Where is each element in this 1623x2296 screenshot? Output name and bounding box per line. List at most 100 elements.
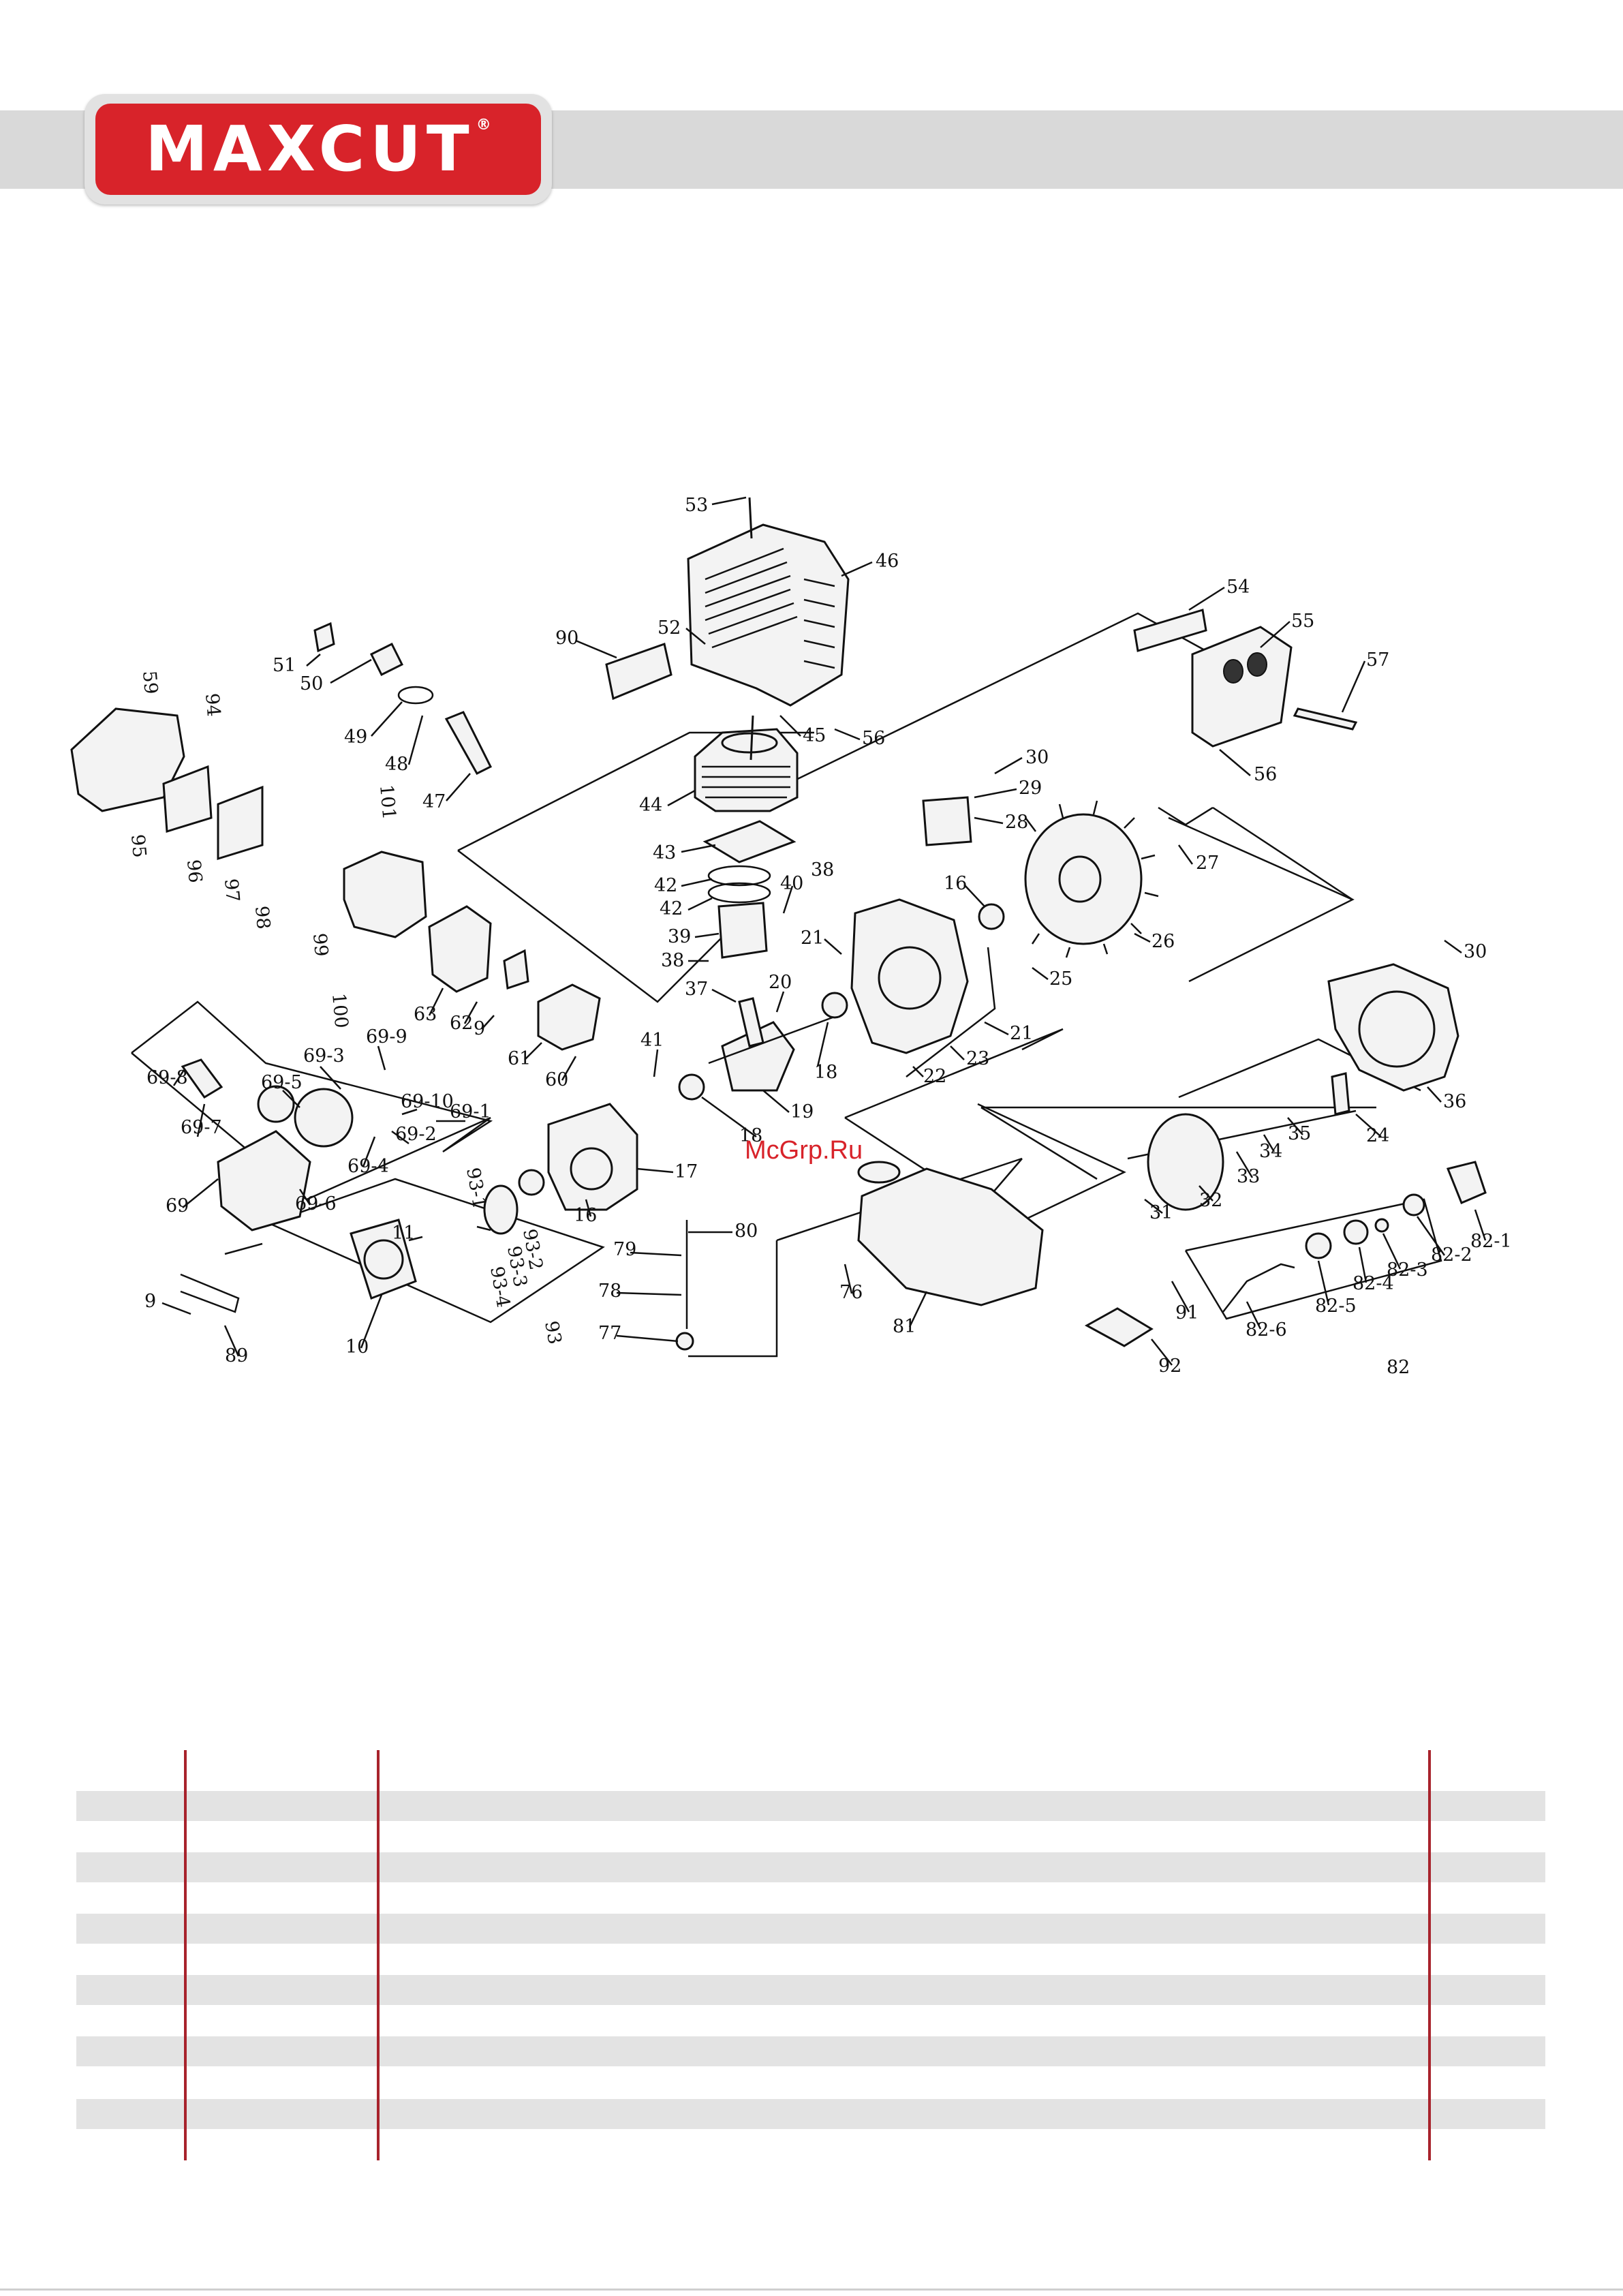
callout-26: 26 [1151, 931, 1175, 952]
muffler-outlet [1223, 659, 1243, 684]
assembly-lines [131, 612, 1442, 1358]
watermark-text: McGrp.Ru [745, 1136, 863, 1165]
plug-cap-part [369, 642, 404, 677]
callout-99: 99 [309, 932, 332, 958]
callout-100: 100 [328, 992, 352, 1029]
crankshaft-axle [708, 1014, 839, 1065]
clutch-spacer-part [1402, 1193, 1425, 1216]
flywheel-fins [1025, 800, 1159, 958]
bearing-part [821, 992, 848, 1019]
callout-79: 79 [613, 1239, 636, 1260]
starter-handle-part [181, 1058, 223, 1099]
callout-34: 34 [1259, 1141, 1282, 1162]
insulator-gasket-part [503, 949, 529, 990]
callout-59: 59 [138, 670, 161, 695]
callout-42-b: 42 [660, 898, 683, 919]
callout-93: 93 [540, 1319, 565, 1346]
callout-labels: 53 46 54 55 57 90 52 51 50 49 48 47 45 5… [127, 495, 1512, 1378]
callout-52: 52 [658, 617, 681, 639]
callout-37: 37 [685, 979, 708, 1000]
callout-69-4: 69-4 [347, 1156, 389, 1177]
callout-80: 80 [735, 1221, 758, 1242]
callout-96: 96 [183, 859, 206, 884]
cylinder-part [694, 728, 799, 812]
callout-54: 54 [1226, 577, 1250, 598]
muffler-part [1191, 626, 1293, 748]
callout-53: 53 [685, 495, 708, 516]
callout-19: 19 [790, 1101, 814, 1122]
clutch-part [1147, 1113, 1224, 1211]
callout-81: 81 [893, 1316, 916, 1337]
starter-housing-opening [1358, 990, 1436, 1068]
callout-78: 78 [598, 1281, 621, 1302]
callout-30-a: 30 [1025, 747, 1049, 768]
callout-16-b: 16 [574, 1205, 597, 1226]
callout-69-2: 69-2 [395, 1124, 437, 1145]
bearing-part [518, 1169, 545, 1196]
callout-56-upper: 56 [862, 728, 885, 749]
callout-36: 36 [1443, 1091, 1466, 1112]
callout-9-a: 9 [474, 1018, 485, 1039]
fuel-filter-part [675, 1332, 694, 1351]
clutch-nut-part [1343, 1219, 1369, 1245]
recoil-starter-part [217, 1130, 311, 1231]
callout-69-1: 69-1 [450, 1101, 491, 1122]
bolt-part [748, 497, 754, 761]
callout-69-8: 69-8 [146, 1067, 188, 1088]
callout-57: 57 [1366, 649, 1389, 671]
callout-21-a: 21 [801, 928, 824, 949]
callout-90: 90 [555, 628, 578, 649]
callout-42-a: 42 [654, 875, 677, 896]
muffler-outlet [1247, 652, 1267, 677]
muffler-bolt-part [1293, 707, 1358, 731]
clutch-bearing-part [1305, 1232, 1332, 1259]
callout-28: 28 [1005, 812, 1028, 833]
starter-reel-part [294, 1088, 354, 1148]
callout-9-b: 9 [144, 1291, 156, 1312]
callout-40: 40 [780, 873, 803, 894]
engine-flange-bore [363, 1239, 404, 1280]
callout-44: 44 [639, 795, 662, 816]
logo-text: MAXCUT® [145, 112, 491, 185]
fuel-cap-part [857, 1161, 901, 1184]
callout-21-b: 21 [1010, 1023, 1033, 1044]
flywheel-hub [1058, 855, 1102, 903]
ignition-coil-part [922, 796, 972, 846]
clutch-drum-part [1446, 1161, 1487, 1204]
callout-38-a: 38 [661, 950, 684, 971]
callout-82: 82 [1387, 1357, 1410, 1378]
callout-82-1: 82-1 [1470, 1231, 1512, 1252]
air-filter-plate-part [217, 785, 264, 861]
callout-60: 60 [545, 1069, 568, 1090]
callout-98: 98 [251, 905, 274, 930]
callout-17: 17 [675, 1161, 698, 1182]
callout-leaders [161, 496, 1487, 1366]
callout-82-4: 82-4 [1352, 1273, 1394, 1294]
callout-69-9: 69-9 [366, 1026, 407, 1047]
callout-48: 48 [385, 754, 408, 775]
callout-32: 32 [1199, 1190, 1222, 1211]
registered-mark: ® [476, 117, 491, 134]
callout-69-6: 69-6 [295, 1193, 337, 1214]
callout-55: 55 [1291, 611, 1314, 632]
callout-82-6: 82-6 [1246, 1319, 1287, 1341]
callout-18-b: 18 [739, 1125, 762, 1146]
cylinder-cover-part [687, 523, 850, 707]
callout-77: 77 [598, 1323, 621, 1344]
throttle-lever-part [1331, 1072, 1350, 1116]
starter-spring-part [257, 1085, 295, 1123]
spark-plug-part [444, 711, 493, 775]
filter-box-part [605, 643, 673, 701]
seal-part [978, 903, 1005, 930]
callout-50: 50 [300, 673, 323, 694]
callout-46: 46 [876, 551, 899, 572]
callout-11: 11 [392, 1223, 415, 1244]
clutch-cable-part [1222, 1263, 1295, 1313]
o-ring-part [397, 686, 434, 705]
callout-47: 47 [422, 791, 446, 812]
callout-91: 91 [1175, 1302, 1199, 1323]
callout-33: 33 [1237, 1166, 1260, 1187]
crankshaft-part [721, 1021, 795, 1092]
callout-16-a: 16 [944, 873, 967, 894]
